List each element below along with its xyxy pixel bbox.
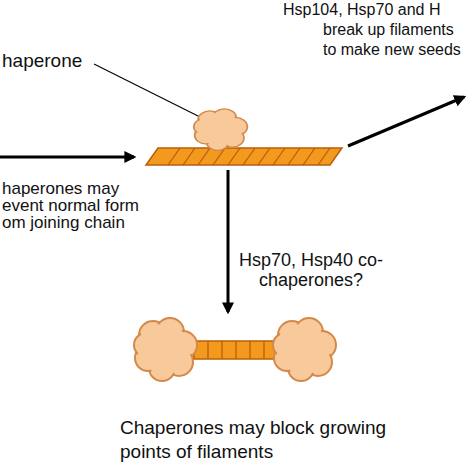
filament-segments (168, 148, 330, 165)
caption-text: Chaperones may block growing points of f… (120, 416, 410, 464)
chaperone-blob (273, 318, 336, 381)
note-text: Hsp104, Hsp70 and H break up filaments t… (323, 0, 465, 60)
filament-group: Chaperones may block growing points of f… (132, 314, 340, 388)
chaperone-blob (194, 109, 248, 151)
output-arrow (348, 97, 464, 146)
filament-segments (194, 341, 278, 359)
callout-label: haperone (2, 50, 122, 72)
process-arrow (227, 170, 230, 312)
chaperone-blob (134, 318, 197, 381)
filament-group: haperone (142, 110, 345, 168)
leader-line (94, 64, 210, 122)
note-text: haperones may event normal form om joini… (2, 180, 152, 231)
filament (146, 148, 342, 165)
arrow-label: Hsp70, Hsp40 co-chaperones? (236, 250, 386, 290)
input-arrow (0, 156, 134, 159)
